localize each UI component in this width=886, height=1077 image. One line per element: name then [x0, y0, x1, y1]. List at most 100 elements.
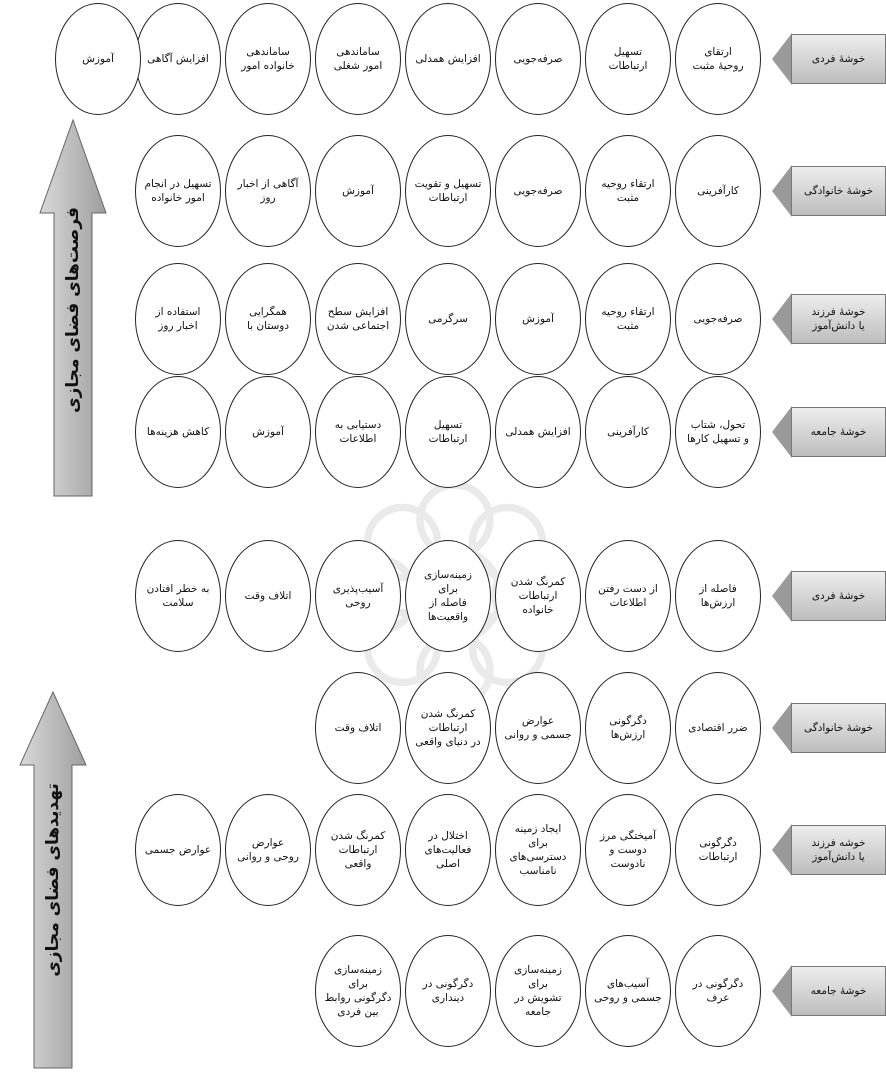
item-circle: آموزش: [315, 135, 401, 247]
cluster-arrow-head: [772, 165, 792, 217]
item-circle: آموزش: [55, 3, 141, 115]
item-label: تسهیل ارتباطات: [608, 45, 648, 72]
item-circle: دگرگونی ارتباطات: [675, 794, 761, 906]
item-label: افزایش همدلی: [505, 425, 571, 438]
item-circle: کارآفرینی: [585, 376, 671, 488]
item-circle: تسهیل ارتباطات: [585, 3, 671, 115]
cluster-arrow-head: [772, 406, 792, 458]
item-label: آموزش: [342, 184, 374, 197]
item-circle: افزایش همدلی: [405, 3, 491, 115]
item-circle: کاهش هزینه‌ها: [135, 376, 221, 488]
item-circle: سرگرمی: [405, 263, 491, 375]
item-label: دستیابی به اطلاعات: [334, 418, 382, 445]
item-label: افزایش آگاهی: [147, 52, 209, 65]
item-label: تسهیل ارتباطات: [428, 418, 468, 445]
item-label: عوارض جسمی: [144, 843, 212, 856]
cluster-arrow-head: [772, 702, 792, 754]
cluster-arrow-head: [772, 33, 792, 85]
item-circle: فاصله از ارزش‌ها: [675, 540, 761, 652]
item-label: کارآفرینی: [697, 184, 739, 197]
item-circle: صرفه‌جویی: [495, 135, 581, 247]
item-circle: اتلاف وقت: [315, 672, 401, 784]
cluster-label: خوشهٔ خانوادگی: [791, 703, 886, 753]
item-label: سرگرمی: [428, 312, 468, 325]
section-label: فرصت‌های فضای مجازی: [63, 206, 83, 414]
item-label: آموزش: [522, 312, 554, 325]
cluster-arrow-head: [772, 965, 792, 1017]
cluster-label: خوشهٔ فردی: [791, 34, 886, 84]
cluster-arrow-head: [772, 293, 792, 345]
item-circle: آموزش: [225, 376, 311, 488]
item-label: دگرگونی در عرف: [692, 977, 744, 1004]
cluster-arrow-head: [772, 824, 792, 876]
item-label: اتلاف وقت: [334, 721, 382, 734]
item-label: ضرر اقتصادی: [688, 721, 748, 734]
section-label: تهدیدهای فضای مجازی: [43, 783, 63, 977]
item-circle: عوارض جسمی: [135, 794, 221, 906]
item-label: آسیب‌پذیری روحی: [332, 582, 384, 609]
item-circle: افزایش آگاهی: [135, 3, 221, 115]
item-circle: ارتقاء روحیه مثبت: [585, 263, 671, 375]
item-label: آموزش: [252, 425, 284, 438]
item-label: ارتقاء روحیه مثبت: [601, 305, 655, 332]
item-label: کارآفرینی: [607, 425, 649, 438]
cluster-label: خوشهٔ خانوادگی: [791, 166, 886, 216]
cluster-label: خوشهٔ فردی: [791, 571, 886, 621]
item-circle: تسهیل ارتباطات: [405, 376, 491, 488]
item-label: صرفه‌جویی: [513, 52, 563, 65]
item-label: آگاهی از اخبار روز: [237, 177, 299, 204]
item-label: ارتقاء روحیه مثبت: [601, 177, 655, 204]
item-circle: اتلاف وقت: [225, 540, 311, 652]
item-label: دگرگونی ارزش‌ها: [609, 714, 647, 741]
cluster-label: خوشهٔ جامعه: [791, 966, 886, 1016]
item-label: صرفه‌جویی: [693, 312, 743, 325]
cluster-label: خوشهٔ جامعه: [791, 407, 886, 457]
item-circle: ارتقاء روحیه مثبت: [585, 135, 671, 247]
item-label: آموزش: [82, 52, 114, 65]
item-circle: صرفه‌جویی: [675, 263, 761, 375]
item-circle: دگرگونی ارزش‌ها: [585, 672, 671, 784]
item-circle: ضرر اقتصادی: [675, 672, 761, 784]
item-label: اتلاف وقت: [244, 589, 292, 602]
item-circle: صرفه‌جویی: [495, 3, 581, 115]
item-circle: آگاهی از اخبار روز: [225, 135, 311, 247]
item-circle: استفاده از اخبار روز: [135, 263, 221, 375]
